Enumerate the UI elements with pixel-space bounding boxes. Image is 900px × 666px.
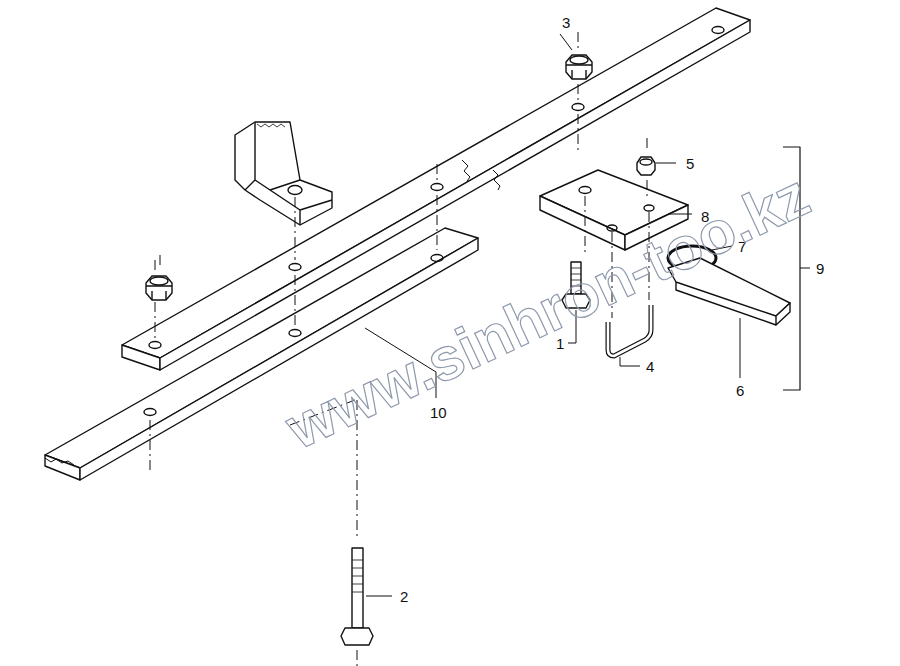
callout-number: 5 [686,156,694,171]
callout-number: 2 [400,589,408,604]
callout-number: 9 [816,261,824,276]
callout-number: 6 [736,383,744,398]
callout-number: 4 [646,359,654,374]
callout-number: 3 [562,15,570,30]
callout-number: 10 [430,405,447,420]
